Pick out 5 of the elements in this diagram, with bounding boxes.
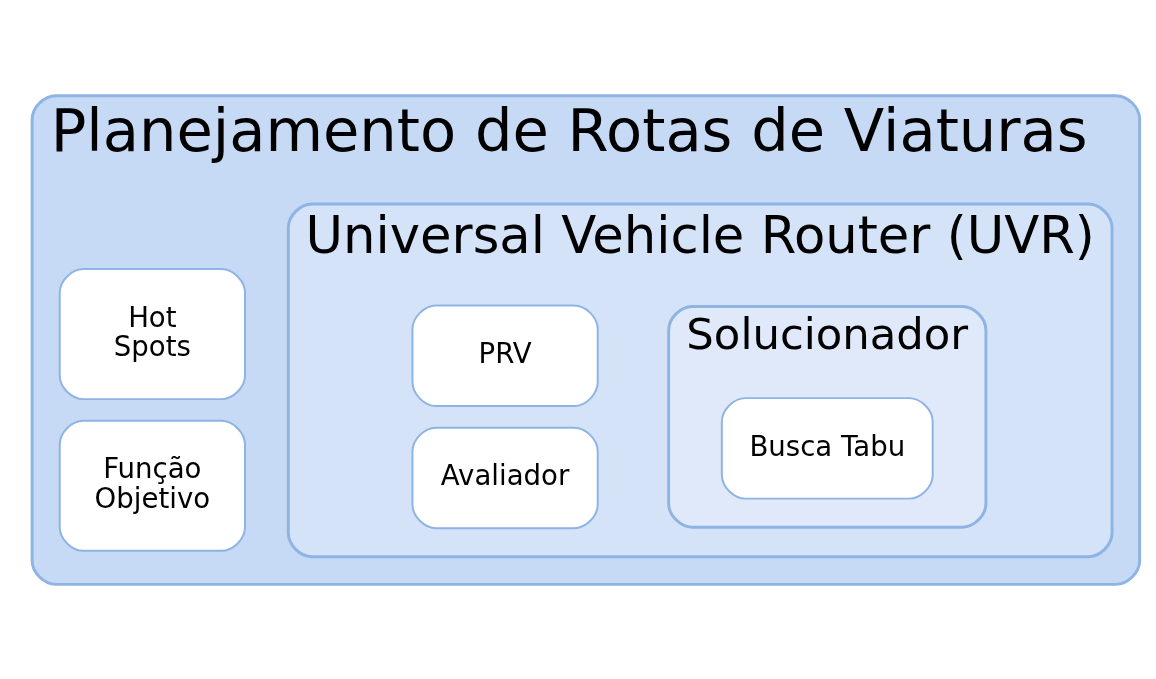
node-box: Hot Spots (58, 267, 246, 400)
node-box: Função Objetivo (58, 419, 246, 552)
node-box: Avaliador (411, 426, 599, 529)
node-box: PRV (411, 304, 599, 407)
node-box: Busca Tabu (720, 396, 934, 500)
